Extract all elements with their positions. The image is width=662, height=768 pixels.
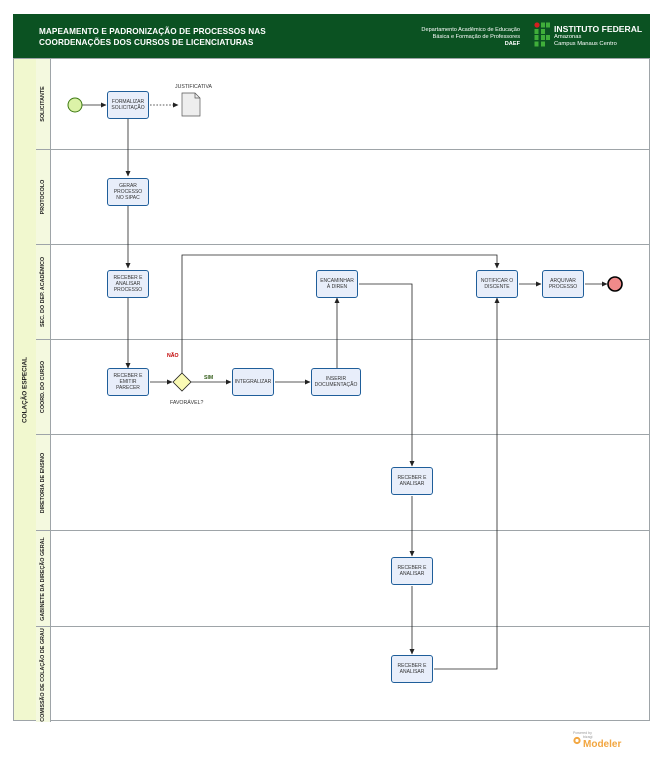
institution-line-3: Campus Manaus Centro xyxy=(554,41,617,47)
task-receber-emitir-parecer[interactable]: RECEBER E EMITIR PARECER xyxy=(107,368,149,396)
institution-name: INSTITUTO FEDERAL xyxy=(554,24,643,34)
task-integralizar[interactable]: INTEGRALIZAR xyxy=(232,368,274,396)
gateway-label: FAVORÁVEL? xyxy=(170,400,204,406)
institution-line-2: Amazonas xyxy=(554,34,582,40)
lane-sec-dep-academico: SEC. DO DEP. ACADÊMICO xyxy=(36,245,649,340)
task-encaminhar-diren[interactable]: ENCAMINHAR À DIREN xyxy=(316,270,358,298)
task-receber-analisar-comissao[interactable]: RECEBER E ANALISAR xyxy=(391,655,433,683)
department-abbr: DAEF xyxy=(504,41,520,47)
task-receber-analisar-processo[interactable]: RECEBER E ANALISAR PROCESSO xyxy=(107,270,149,298)
gateway-no-label: NÃO xyxy=(167,353,179,359)
task-notificar-discente[interactable]: NOTIFICAR O DISCENTE xyxy=(476,270,518,298)
lane-comissao-colacao-grau: COMISSÃO DE COLAÇÃO DE GRAU xyxy=(36,627,649,722)
task-arquivar-processo[interactable]: ARQUIVAR PROCESSO xyxy=(542,270,584,298)
justificativa-data-object xyxy=(181,92,201,117)
powered-by-label: Powered by xyxy=(573,731,592,735)
gateway-yes-label: SIM xyxy=(204,375,214,381)
vendor-label: bizagi xyxy=(583,735,593,739)
diagram-title: MAPEAMENTO E PADRONIZAÇÃO DE PROCESSOS N… xyxy=(39,27,266,47)
diagram-header: MAPEAMENTO E PADRONIZAÇÃO DE PROCESSOS N… xyxy=(13,14,650,58)
task-receber-analisar-gabinete[interactable]: RECEBER E ANALISAR xyxy=(391,557,433,585)
lane-header: DIRETORIA DE ENSINO xyxy=(36,435,51,530)
lane-gabinete-direcao-geral: GABINETE DA DIREÇÃO GERAL xyxy=(36,531,649,627)
task-gerar-processo[interactable]: GERAR PROCESSO NO SIPAC xyxy=(107,178,149,206)
department-line-1: Departamento Acadêmico de Educação xyxy=(421,27,520,33)
lane-solicitante: SOLICITANTE xyxy=(36,59,649,150)
lane-coord-curso: COORD. DO CURSO xyxy=(36,340,649,435)
data-object-label: JUSTIFICATIVA xyxy=(175,84,212,90)
sequence-flow-no xyxy=(181,254,500,373)
task-formalizar-solicitacao[interactable]: FORMALIZAR SOLICITAÇÃO xyxy=(107,91,149,119)
lane-diretoria-ensino: DIRETORIA DE ENSINO xyxy=(36,435,649,531)
lane-header: SOLICITANTE xyxy=(36,59,51,149)
lane-header: GABINETE DA DIREÇÃO GERAL xyxy=(36,531,51,626)
product-label: Modeler xyxy=(583,739,622,750)
start-event xyxy=(67,97,83,113)
sequence-flow xyxy=(434,297,500,670)
exclusive-gateway xyxy=(172,372,192,392)
task-receber-analisar-diretoria[interactable]: RECEBER E ANALISAR xyxy=(391,467,433,495)
institution-block: INSTITUTO FEDERAL Amazonas Campus Manaus… xyxy=(554,24,642,48)
end-event xyxy=(607,276,623,292)
lane-header: COORD. DO CURSO xyxy=(36,340,51,434)
lane-header: PROTOCOLO xyxy=(36,150,51,244)
lane-protocolo: PROTOCOLO xyxy=(36,150,649,245)
department-line-2: Básica e Formação de Professores xyxy=(432,34,520,40)
task-inserir-documentacao[interactable]: INSERIR DOCUMENTAÇÃO xyxy=(311,368,361,396)
ifam-logo-icon xyxy=(534,22,550,47)
lane-header: COMISSÃO DE COLAÇÃO DE GRAU xyxy=(36,627,51,722)
department-block: Departamento Acadêmico de Educação Básic… xyxy=(421,27,520,48)
lane-header: SEC. DO DEP. ACADÊMICO xyxy=(36,245,51,339)
bizagi-logo-icon xyxy=(573,736,581,745)
sequence-flow xyxy=(359,283,415,467)
bizagi-modeler-logo: Powered by bizagi Modeler xyxy=(573,731,621,750)
